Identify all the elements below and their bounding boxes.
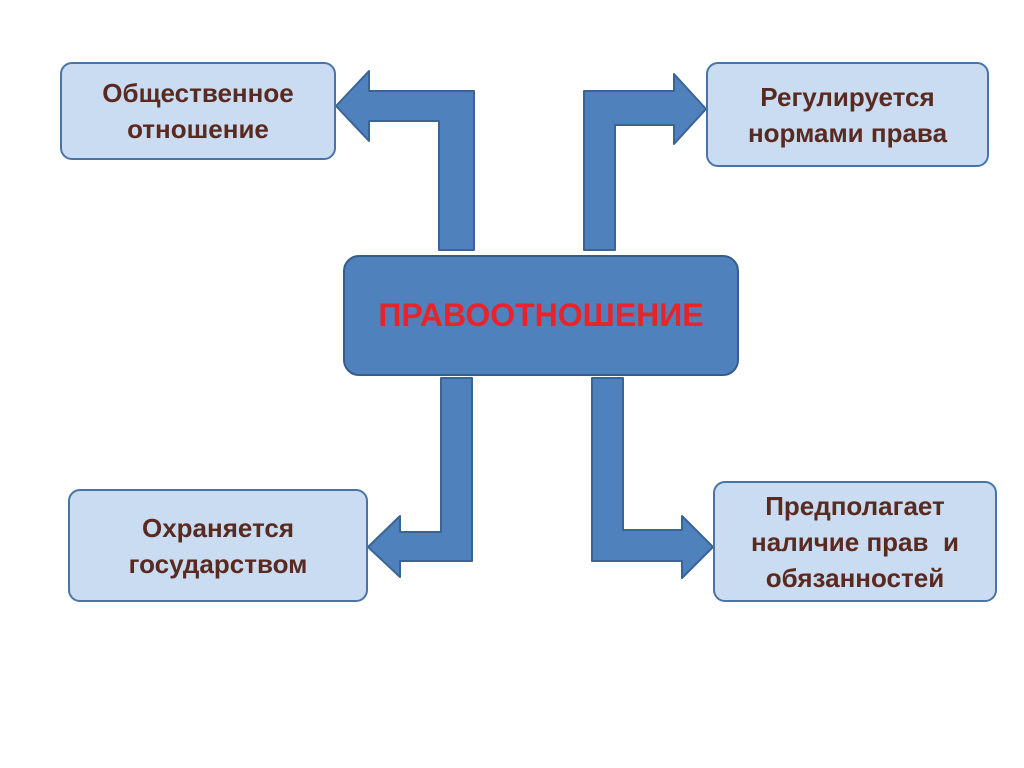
node-text-line: Охраняется	[141, 512, 295, 543]
node-text-line: нормами права	[747, 117, 948, 148]
central-concept-label: ПРАВООТНОШЕНИЕ	[378, 297, 704, 333]
node-text-line: Общественное	[102, 78, 294, 108]
node-social-relation: Общественное отношение	[60, 62, 336, 160]
node-text-line: обязанностей	[765, 562, 945, 593]
arrow-bottom-right-icon	[591, 377, 714, 579]
node-text-line: государством	[128, 548, 308, 579]
node-text-line: наличие прав и	[751, 526, 959, 557]
arrow-bottom-left-icon	[367, 377, 473, 578]
node-rights-and-duties: Предполагает наличие прав и обязанностей	[713, 481, 997, 602]
arrow-top-left-icon	[335, 70, 475, 251]
central-concept: ПРАВООТНОШЕНИЕ	[343, 255, 739, 376]
node-text-line: Предполагает	[765, 490, 945, 521]
arrow-top-right-icon	[583, 73, 707, 251]
node-regulated-by-law: Регулируется нормами права	[706, 62, 989, 167]
node-protected-by-state: Охраняется государством	[68, 489, 368, 602]
node-text-line: отношение	[127, 114, 269, 144]
node-text-line: Регулируется	[760, 81, 935, 112]
